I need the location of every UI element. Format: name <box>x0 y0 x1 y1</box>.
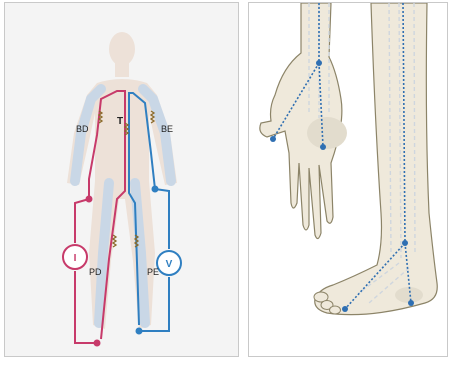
label-left-leg: PE <box>147 267 159 277</box>
voltmeter-label: V <box>166 259 173 270</box>
current-source-label: I <box>74 253 77 264</box>
electrode-right-foot <box>94 340 101 347</box>
leg-foot <box>315 3 438 315</box>
voltmeter: V <box>157 251 181 275</box>
electrode-finger <box>270 136 276 142</box>
body-diagram-panel: I V BD T BE PD PE <box>4 2 239 357</box>
electrode-palm <box>320 144 326 150</box>
electrode-toe <box>342 306 348 312</box>
current-source-meter: I <box>63 245 87 269</box>
hand-foot-illustration <box>249 3 448 357</box>
electrode-wrist <box>316 60 322 66</box>
label-trunk: T <box>117 116 123 127</box>
label-right-leg: PD <box>89 267 102 277</box>
electrode-left-hand <box>152 186 159 193</box>
head <box>109 32 135 66</box>
body-diagram: I V BD T BE PD PE <box>5 3 239 357</box>
electrode-left-foot <box>136 328 143 335</box>
palm-shade <box>307 117 347 149</box>
hand-foot-panel <box>248 2 448 357</box>
electrode-right-hand <box>86 196 93 203</box>
electrode-heel <box>408 300 414 306</box>
electrode-ankle <box>402 240 408 246</box>
label-left-arm: BE <box>161 124 173 134</box>
heel-shade <box>395 287 423 303</box>
label-right-arm: BD <box>76 124 89 134</box>
neck <box>115 63 129 77</box>
